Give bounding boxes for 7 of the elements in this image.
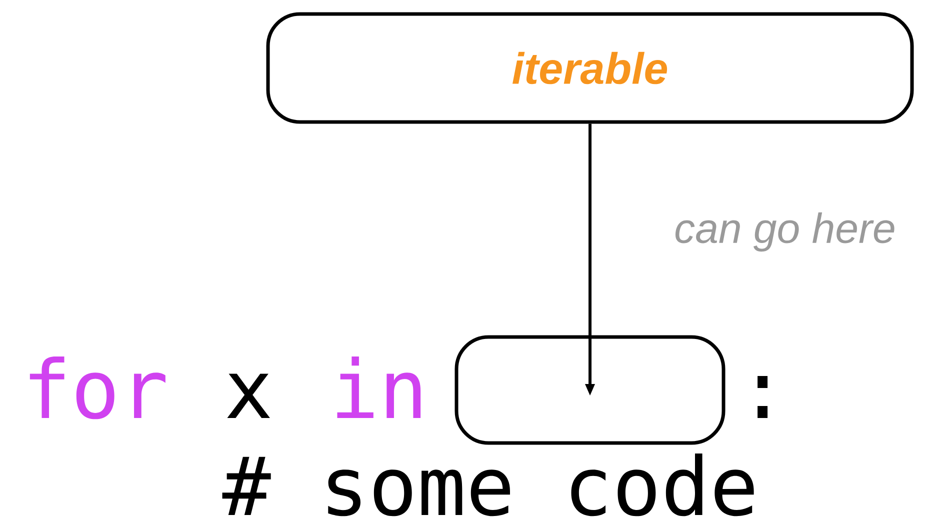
placeholder-box (454, 335, 726, 445)
code-text: # some code (222, 453, 754, 516)
term-box: iterable (266, 12, 914, 124)
code-keyword: in (337, 356, 421, 418)
code-keyword: for (30, 356, 166, 420)
edge-label: can go here (672, 210, 898, 254)
code-text: x (227, 374, 270, 418)
